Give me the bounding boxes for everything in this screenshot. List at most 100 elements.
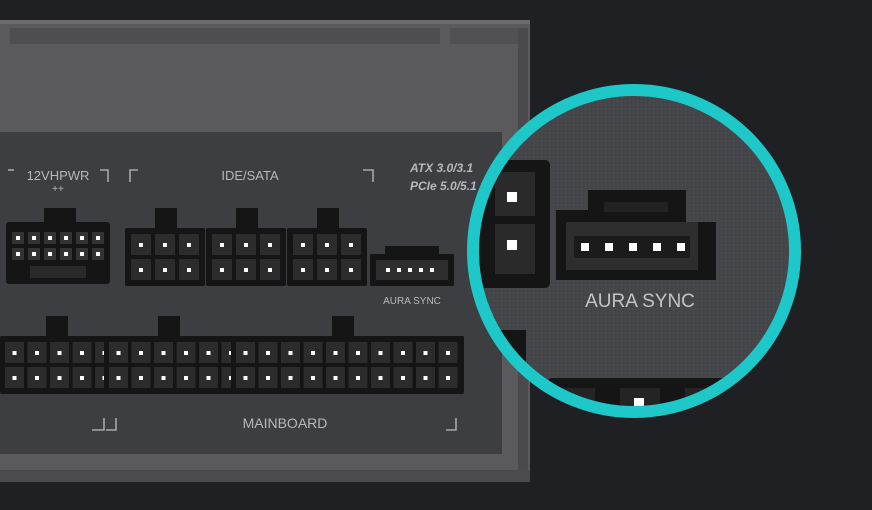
- pin: [333, 376, 338, 380]
- pin: [378, 351, 383, 355]
- pin: [139, 268, 143, 272]
- mainboard-connectors: [0, 316, 464, 394]
- pin: [311, 351, 315, 355]
- label-12vhpwr-sub: ++: [52, 184, 64, 195]
- zoom-pin-row: [581, 243, 685, 251]
- pin: [220, 268, 224, 272]
- pin: [423, 376, 428, 380]
- pin: [268, 268, 272, 272]
- pin: [677, 243, 685, 251]
- pin: [96, 236, 100, 240]
- pin: [629, 243, 637, 251]
- psu-bottom-edge: [0, 470, 530, 482]
- pin: [80, 252, 84, 256]
- psu-top-slot: [450, 28, 520, 44]
- pin: [116, 376, 121, 380]
- pin: [266, 376, 270, 380]
- pin: [423, 351, 428, 355]
- zoom-label-aura-sync: AURA SYNC: [585, 291, 695, 312]
- pin-grid: [12, 232, 104, 273]
- pin: [268, 243, 272, 247]
- pin: [187, 268, 191, 272]
- pin: [325, 243, 329, 247]
- pin: [333, 351, 338, 355]
- pin: [206, 351, 211, 355]
- pin: [356, 351, 360, 355]
- pin: [12, 376, 17, 380]
- pin: [220, 243, 224, 247]
- psu-top-groove: [10, 28, 440, 44]
- latch: [332, 316, 354, 338]
- pin: [349, 243, 353, 247]
- latch: [158, 316, 180, 338]
- pin: [419, 268, 423, 272]
- pin: [288, 351, 293, 355]
- pin: [32, 252, 36, 256]
- pin: [57, 351, 62, 355]
- bracket-sata-left: [129, 169, 138, 182]
- pin: [116, 351, 121, 355]
- pin: [80, 376, 84, 380]
- label-pcie: PCIe 5.0/5.1: [410, 179, 477, 193]
- highlight-ring: [467, 84, 801, 418]
- pin: [139, 351, 143, 355]
- bracket-hpwr-right: [100, 169, 109, 182]
- sense-pins: [30, 266, 86, 278]
- pin-row: [386, 268, 434, 272]
- pin: [163, 243, 167, 247]
- pin: [325, 268, 329, 272]
- pin: [163, 268, 167, 272]
- bracket-sata-right: [363, 169, 374, 182]
- psu-top-edge: [0, 20, 530, 24]
- pin: [16, 236, 20, 240]
- pin: [349, 268, 353, 272]
- zoom-content: AURA SYNC: [473, 90, 795, 412]
- pin: [161, 351, 166, 355]
- bracket-mb-right: [446, 418, 457, 431]
- pin: [12, 351, 17, 355]
- pin: [581, 243, 589, 251]
- pin: [356, 376, 360, 380]
- pin: [35, 376, 39, 380]
- connector-12vhpwr: [6, 208, 110, 284]
- pin: [397, 268, 401, 272]
- latch: [236, 208, 258, 230]
- connector-aura-sync-small: [370, 246, 454, 286]
- pin: [378, 376, 383, 380]
- pin: [430, 268, 434, 272]
- bracket-mb-left-b: [106, 418, 117, 431]
- pin: [301, 268, 305, 272]
- pin: [266, 351, 270, 355]
- zoom-magnifier: AURA SYNC: [467, 84, 801, 418]
- connector-lip: [385, 246, 439, 256]
- pin: [653, 243, 661, 251]
- pin: [161, 376, 166, 380]
- bracket-mb-left-a: [92, 418, 105, 431]
- pin: [64, 252, 68, 256]
- pin: [187, 243, 191, 247]
- pin: [401, 351, 405, 355]
- pin: [139, 243, 143, 247]
- pin: [408, 268, 412, 272]
- latch: [317, 208, 339, 230]
- pin: [184, 376, 188, 380]
- pin: [96, 252, 100, 256]
- pin: [244, 268, 248, 272]
- zoom-mb-pin: [634, 398, 644, 408]
- bracket-guides: [8, 169, 457, 431]
- pin: [35, 351, 39, 355]
- pin: [386, 268, 390, 272]
- zoom-aura-lip: [604, 202, 668, 212]
- label-mainboard: MAINBOARD: [243, 415, 328, 431]
- ide-sata-connectors: [125, 208, 367, 286]
- connector-panel: [0, 132, 502, 454]
- latch: [44, 208, 76, 224]
- label-aura-sync-small: AURA SYNC: [383, 296, 441, 307]
- pin: [139, 376, 143, 380]
- pin: [446, 376, 450, 380]
- pin: [184, 351, 188, 355]
- pin: [446, 351, 450, 355]
- pin: [288, 376, 293, 380]
- pin: [401, 376, 405, 380]
